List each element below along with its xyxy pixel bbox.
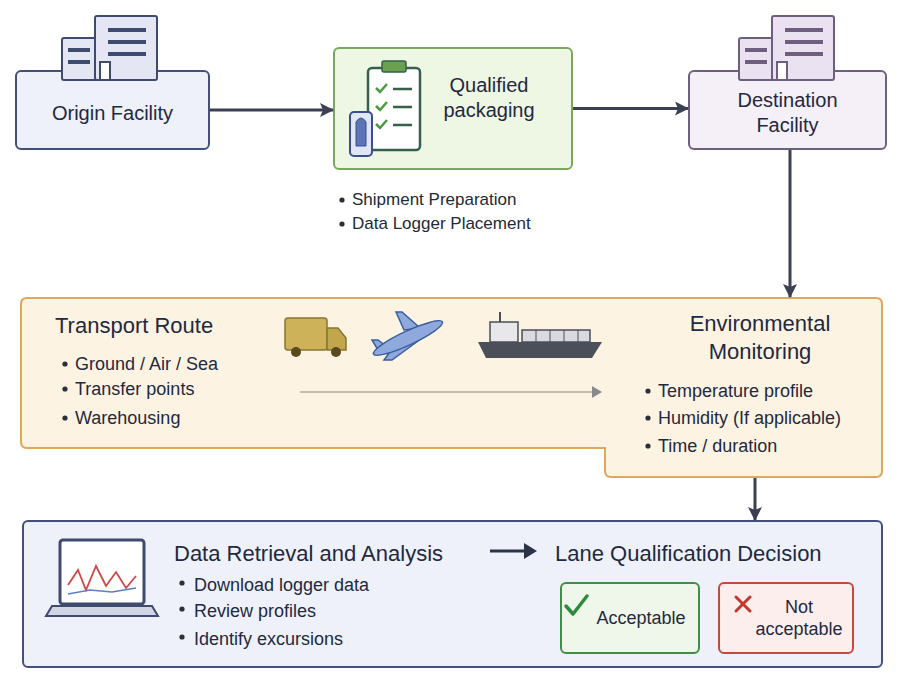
- process-box: Acceptable: [560, 582, 700, 654]
- node-text: Humidity (If applicable): [658, 407, 878, 430]
- node-heading: Lane Qualification Decision: [555, 540, 875, 568]
- process-band: Transport RouteGround / Air / SeaTransfe…: [20, 297, 883, 478]
- node-text: Temperature profile: [658, 380, 878, 403]
- flow-arrow: [210, 109, 333, 112]
- node-heading: Transport Route: [55, 312, 315, 340]
- node-text: Warehousing: [75, 407, 275, 430]
- node-heading: Acceptable: [596, 607, 685, 630]
- process-band: Data Retrieval and AnalysisDownload logg…: [22, 520, 883, 668]
- node-heading: Destination Facility: [713, 88, 863, 138]
- node-heading: Origin Facility: [52, 101, 173, 126]
- node-text: Time / duration: [658, 435, 878, 458]
- node-heading: Not acceptable: [751, 596, 847, 641]
- node-text: Identify excursions: [194, 628, 494, 651]
- flow-arrow: [789, 150, 792, 297]
- process-box: Qualified packaging: [333, 47, 573, 170]
- process-box: Origin Facility: [15, 70, 210, 150]
- node-text: Review profiles: [194, 600, 494, 623]
- node-text: Transfer points: [75, 378, 275, 401]
- process-box: Destination Facility: [688, 70, 887, 150]
- node-text: Download logger data: [194, 574, 494, 597]
- node-heading: Data Retrieval and Analysis: [174, 540, 484, 568]
- bullet-note: Shipment Preparation: [352, 189, 516, 211]
- node-heading: Qualified packaging: [414, 73, 564, 123]
- flow-arrow: [754, 478, 757, 520]
- node-heading: Environmental Monitoring: [650, 310, 870, 366]
- bullet-note: Data Logger Placement: [352, 213, 531, 235]
- band-shape: [21, 298, 882, 477]
- process-box: Not acceptable: [718, 582, 854, 654]
- node-text: Ground / Air / Sea: [75, 353, 275, 376]
- flow-arrow: [573, 107, 688, 110]
